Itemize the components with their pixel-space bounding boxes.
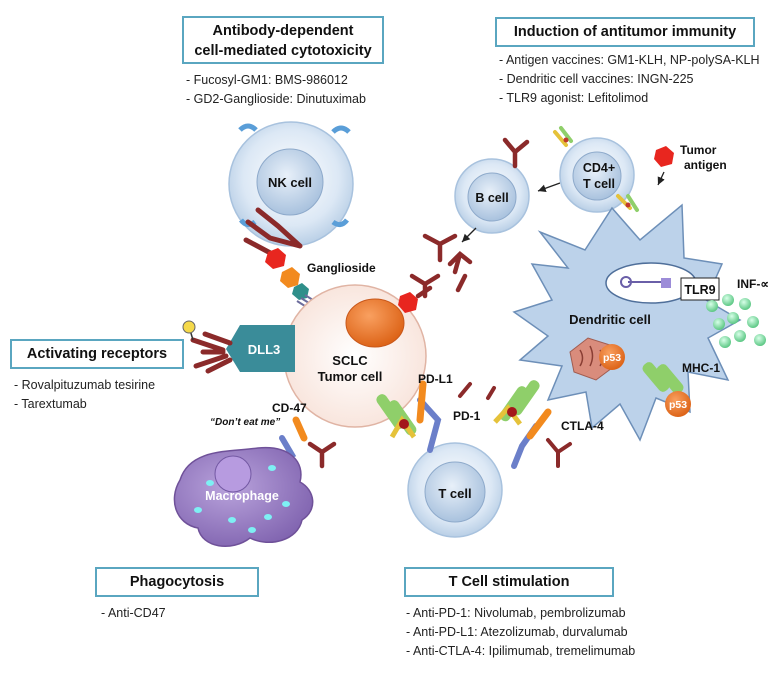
dendritic-cell-label: Dendritic cell [569, 312, 651, 327]
ctla4-complex: CTLA-4 [486, 380, 604, 469]
tcell-stim-item: - Anti-PD-L1: Atezolizumab, durvalumab [406, 625, 628, 639]
antitumor-title: Induction of antitumor immunity [513, 24, 737, 40]
dll3-label: DLL3 [248, 342, 281, 357]
antitumor-item: - TLR9 agonist: Lefitolimod [499, 91, 649, 105]
adcc-list: - Fucosyl-GM1: BMS-986012 - GD2-Ganglios… [186, 71, 366, 109]
t-cell: T cell [407, 442, 503, 538]
antitumor-title-box: Induction of antitumor immunity [495, 17, 755, 47]
arrow-cd4-to-bcell [537, 182, 561, 192]
macrophage-label: Macrophage [205, 489, 279, 503]
tumor-antigen-line1: Tumor [680, 143, 717, 157]
sclc-label-line1: SCLC [332, 353, 368, 368]
nk-cell-label: NK cell [268, 175, 312, 190]
dendritic-cell: TLR9 Dendritic cell [512, 203, 742, 442]
arrow-bcell-to-antibody [461, 227, 477, 243]
p53-b-label: p53 [669, 399, 687, 411]
dont-eat-me-label: “Don’t eat me” [210, 417, 280, 428]
t-cell-label: T cell [438, 486, 471, 501]
adcc-item: - GD2-Ganglioside: Dinutuximab [186, 92, 366, 106]
phagocytosis-item: - Anti-CD47 [101, 606, 166, 620]
tcell-stim-title-box: T Cell stimulation [404, 567, 614, 597]
pdl1-label: PD-L1 [418, 372, 453, 386]
ganglioside-label: Ganglioside [307, 261, 376, 275]
tcell-stim-item: - Anti-PD-1: Nivolumab, pembrolizumab [406, 606, 626, 620]
b-cell: B cell [454, 137, 530, 234]
inf-molecules: INF-∝ [706, 277, 769, 348]
adcc-title-box: Antibody-dependent cell-mediated cytotox… [182, 16, 384, 64]
b-cell-label: B cell [475, 191, 508, 205]
tlr9-box [680, 277, 720, 301]
sclc-tumor-cell: SCLC Tumor cell [283, 284, 427, 428]
antitumor-item: - Dendritic cell vaccines: INGN-225 [499, 72, 694, 86]
antitumor-item: - Antigen vaccines: GM1-KLH, NP-polySA-K… [499, 53, 760, 67]
macrophage: Macrophage [173, 446, 314, 547]
activating-item: - Tarextumab [14, 397, 87, 411]
tcell-stim-title: T Cell stimulation [448, 574, 570, 590]
free-antibodies [409, 233, 473, 299]
activating-title: Activating receptors [26, 346, 168, 362]
pd1-pdl1-complex: PD-L1 PD-1 [376, 372, 481, 453]
tcell-stim-list: - Anti-PD-1: Nivolumab, pembrolizumab - … [406, 604, 635, 661]
dll3-receptor: DLL3 [226, 325, 295, 372]
ctla4-label: CTLA-4 [561, 419, 604, 433]
adcc-title-line2: cell-mediated cytotoxicity [194, 43, 372, 59]
mhc1-label: MHC-1 [682, 361, 720, 375]
activating-title-box: Activating receptors [10, 339, 184, 369]
nk-cell: NK cell [228, 121, 354, 247]
tcell-stim-item: - Anti-CTLA-4: Ipilimumab, tremelimumab [406, 644, 636, 658]
pd1-label: PD-1 [453, 409, 481, 423]
phagocytosis-title: Phagocytosis [129, 574, 225, 590]
cd47-label: CD-47 [272, 401, 307, 415]
activating-item: - Rovalpituzumab tesirine [14, 378, 156, 392]
phagocytosis-title-box: Phagocytosis [95, 567, 259, 597]
tumor-antigen: Tumor antigen [654, 143, 727, 186]
phagocytosis-list: - Anti-CD47 [101, 604, 166, 623]
cd4-t-cell: CD4+ T cell [553, 126, 639, 213]
mhc1: MHC-1 p53 [642, 361, 720, 417]
tumor-antigen-line2: antigen [684, 158, 727, 172]
cd4-label-line2: T cell [583, 177, 615, 191]
adcc-item: - Fucosyl-GM1: BMS-986012 [186, 73, 348, 87]
p53-a-label: p53 [603, 352, 621, 364]
p53-a: p53 [599, 344, 625, 370]
antitumor-list: - Antigen vaccines: GM1-KLH, NP-polySA-K… [499, 51, 760, 108]
tlr9-label: TLR9 [684, 283, 715, 297]
activating-antibody [182, 320, 233, 374]
cd4-label-line1: CD4+ [583, 161, 615, 175]
inf-label: INF-∝ [737, 277, 769, 291]
activating-list: - Rovalpituzumab tesirine - Tarextumab [14, 376, 155, 414]
sclc-label-line2: Tumor cell [318, 369, 383, 384]
adcc-title-line1: Antibody-dependent [212, 23, 354, 39]
